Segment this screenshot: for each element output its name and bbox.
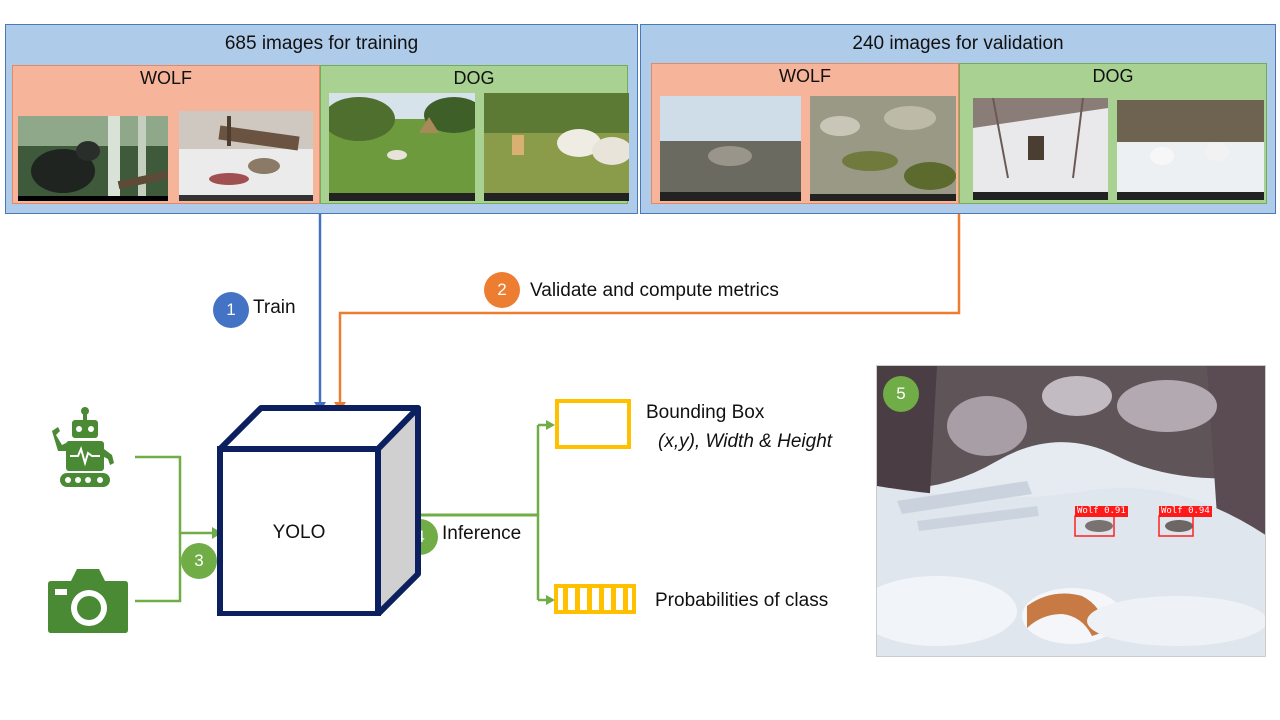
step-3-circle: 3 [181, 543, 217, 579]
step-1-label: Train [253, 297, 296, 318]
probabilities-label: Probabilities of class [655, 590, 829, 611]
step-4-label: Inference [442, 523, 522, 544]
camera-icon [47, 567, 129, 634]
detection-label-1: Wolf 0.91 [1075, 506, 1128, 517]
validation-wolf-image-2 [810, 96, 956, 201]
step-2-circle: 2 [484, 272, 520, 308]
validation-dog-label: DOG [1092, 66, 1134, 86]
validation-wolf-group: WOLF [651, 63, 959, 204]
yolo-label: YOLO [272, 522, 326, 543]
training-dog-group: DOG [320, 65, 629, 204]
probabilities-icon [554, 584, 636, 614]
training-dog-image-1 [329, 93, 475, 201]
validation-wolf-image-1 [660, 96, 801, 201]
step-1-circle: 1 [213, 292, 249, 328]
validation-title: 240 images for validation [852, 33, 1064, 54]
step-5-circle: 5 [883, 376, 919, 412]
validation-dog-group: DOG [959, 63, 1267, 204]
bounding-box-title: Bounding Box [646, 402, 765, 423]
bounding-box-icon [555, 399, 631, 449]
robot-icon [48, 405, 118, 490]
yolo-cube [217, 405, 421, 616]
training-wolf-label: WOLF [140, 68, 192, 88]
training-dog-label: DOG [453, 68, 495, 88]
validation-wolf-label: WOLF [779, 66, 831, 86]
step-2-label: Validate and compute metrics [530, 280, 779, 301]
training-wolf-image-1 [18, 116, 168, 201]
detection-label-2: Wolf 0.94 [1159, 506, 1212, 517]
validation-dog-image-1 [973, 98, 1108, 200]
training-title: 685 images for training [224, 33, 419, 54]
bounding-box-detail: (x,y), Width & Height [658, 431, 833, 452]
validation-dog-image-2 [1117, 100, 1264, 200]
training-wolf-image-2 [179, 111, 313, 201]
training-dog-image-2 [484, 93, 629, 201]
training-wolf-group: WOLF [12, 65, 320, 204]
result-image: Wolf 0.91 Wolf 0.94 5 [876, 365, 1266, 657]
